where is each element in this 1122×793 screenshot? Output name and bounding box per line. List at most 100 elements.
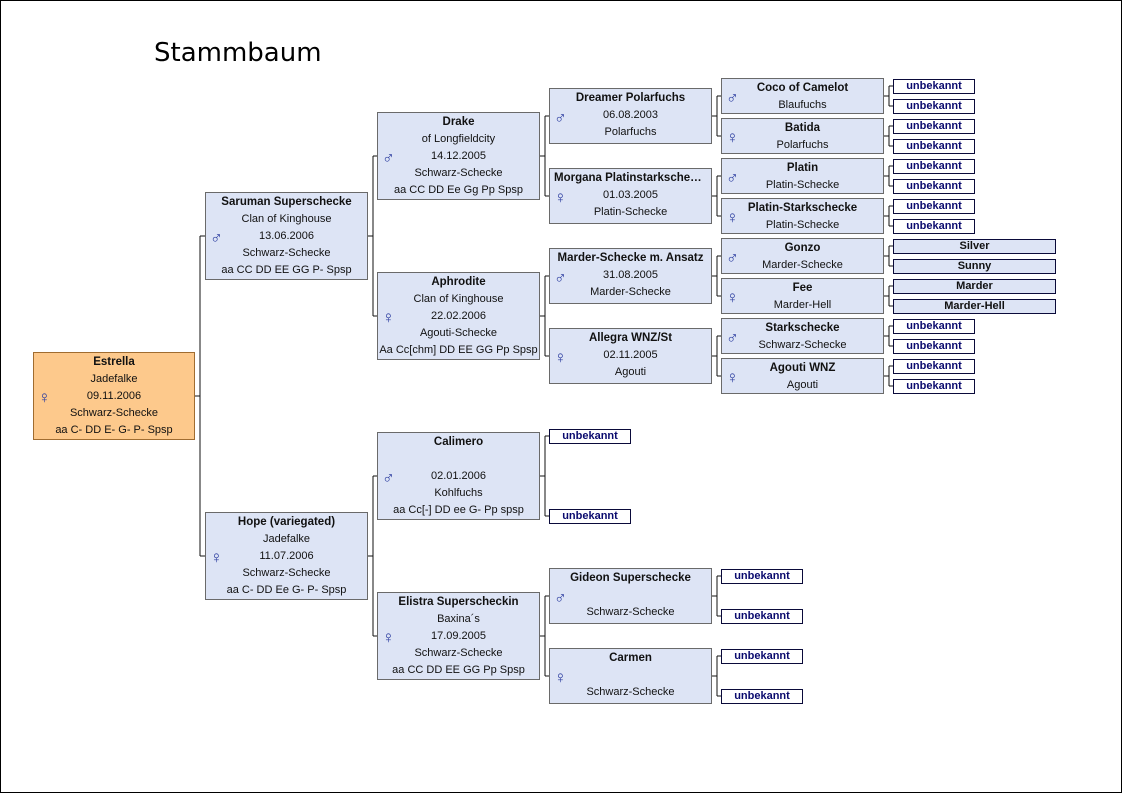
unknown-ancestor-box[interactable]: unbekannt	[893, 179, 975, 194]
female-symbol-icon: ♀	[726, 208, 739, 227]
unknown-ancestor-box[interactable]: unbekannt	[893, 379, 975, 394]
animal-detail: 01.03.2005	[602, 189, 659, 201]
unknown-ancestor-box[interactable]: unbekannt	[893, 219, 975, 234]
unknown-ancestor-box[interactable]: unbekannt	[893, 199, 975, 214]
unknown-ancestor-box[interactable]: unbekannt	[549, 509, 631, 524]
animal-detail: aa CC DD EE GG P- Spsp	[221, 264, 352, 276]
unknown-ancestor-box[interactable]: unbekannt	[893, 359, 975, 374]
female-symbol-icon: ♀	[554, 668, 567, 687]
unknown-ancestor-box[interactable]: unbekannt	[893, 99, 975, 114]
animal-detail: 31.08.2005	[602, 269, 659, 281]
unknown-ancestor-box[interactable]: unbekannt	[721, 609, 803, 624]
animal-name: Batida	[784, 122, 821, 134]
animal-detail: aa C- DD Ee G- P- Spsp	[226, 584, 347, 596]
animal-detail: 22.02.2006	[430, 310, 487, 322]
animal-detail: Blaufuchs	[778, 99, 827, 111]
male-symbol-icon: ♂	[382, 148, 395, 167]
animal-detail	[550, 667, 711, 684]
animal-detail: 02.11.2005	[603, 349, 658, 361]
animal-detail: Platin-Schecke	[765, 179, 840, 191]
animal-detail	[378, 451, 539, 468]
male-symbol-icon: ♂	[726, 88, 739, 107]
animal-detail: Schwarz-Schecke	[414, 647, 503, 659]
animal-detail: Schwarz-Schecke	[586, 686, 675, 698]
animal-name: Aphrodite	[431, 276, 486, 288]
female-symbol-icon: ♀	[726, 288, 739, 307]
unknown-ancestor-box[interactable]: unbekannt	[893, 339, 975, 354]
female-symbol-icon: ♀	[210, 548, 223, 567]
animal-detail: Agouti	[786, 379, 819, 391]
animal-detail: Schwarz-Schecke	[758, 339, 847, 351]
animal-card[interactable]: Carmen Schwarz-Schecke♀	[549, 648, 712, 704]
animal-detail: Schwarz-Schecke	[242, 247, 331, 259]
female-symbol-icon: ♀	[726, 368, 739, 387]
female-symbol-icon: ♀	[554, 348, 567, 367]
animal-name: Elistra Superscheckin	[398, 596, 519, 608]
male-symbol-icon: ♂	[726, 248, 739, 267]
animal-detail: 06.08.2003	[602, 109, 659, 121]
female-symbol-icon: ♀	[38, 388, 51, 407]
ancestor-name-box[interactable]: Marder-Hell	[893, 299, 1056, 314]
animal-detail: 02.01.2006	[430, 470, 487, 482]
animal-card[interactable]: Gideon Superschecke Schwarz-Schecke♂	[549, 568, 712, 624]
ancestor-name-box[interactable]: Marder	[893, 279, 1056, 294]
unknown-ancestor-box[interactable]: unbekannt	[893, 319, 975, 334]
unknown-ancestor-box[interactable]: unbekannt	[893, 139, 975, 154]
animal-detail: Schwarz-Schecke	[414, 167, 503, 179]
female-symbol-icon: ♀	[554, 188, 567, 207]
unknown-ancestor-box[interactable]: unbekannt	[893, 159, 975, 174]
animal-name: Platin-Starkschecke	[747, 202, 858, 214]
male-symbol-icon: ♂	[554, 108, 567, 127]
animal-detail: 11.07.2006	[259, 550, 314, 562]
animal-name: Starkschecke	[765, 322, 840, 334]
male-symbol-icon: ♂	[210, 228, 223, 247]
animal-detail: Baxina´s	[437, 613, 480, 625]
ancestor-name-box[interactable]: Silver	[893, 239, 1056, 254]
unknown-ancestor-box[interactable]: unbekannt	[721, 689, 803, 704]
male-symbol-icon: ♂	[554, 268, 567, 287]
animal-name: Dreamer Polarfuchs	[575, 92, 686, 104]
unknown-ancestor-box[interactable]: unbekannt	[549, 429, 631, 444]
animal-name: Saruman Superschecke	[221, 196, 352, 208]
animal-detail: Marder-Schecke	[762, 259, 843, 271]
animal-detail: aa Cc[-] DD ee G- Pp spsp	[393, 504, 524, 516]
unknown-ancestor-box[interactable]: unbekannt	[721, 569, 803, 584]
animal-detail	[550, 587, 711, 604]
animal-name: Calimero	[433, 436, 484, 448]
animal-detail: Marder-Schecke	[590, 286, 671, 298]
unknown-ancestor-box[interactable]: unbekannt	[893, 79, 975, 94]
animal-name: Allegra WNZ/St	[588, 332, 673, 344]
unknown-ancestor-box[interactable]: unbekannt	[893, 119, 975, 134]
animal-detail: Kohlfuchs	[434, 487, 483, 499]
animal-detail: Clan of Kinghouse	[413, 293, 504, 305]
animal-detail: Platin-Schecke	[593, 206, 668, 218]
ancestor-name-box[interactable]: Sunny	[893, 259, 1056, 274]
animal-detail: aa C- DD E- G- P- Spsp	[55, 424, 173, 436]
animal-name: Drake	[442, 116, 475, 128]
page-title: Stammbaum	[154, 38, 322, 68]
animal-name: Estrella	[93, 356, 135, 368]
animal-name: Gonzo	[784, 242, 821, 254]
animal-detail: of Longfieldcity	[421, 133, 496, 145]
unknown-ancestor-box[interactable]: unbekannt	[721, 649, 803, 664]
male-symbol-icon: ♂	[726, 168, 739, 187]
